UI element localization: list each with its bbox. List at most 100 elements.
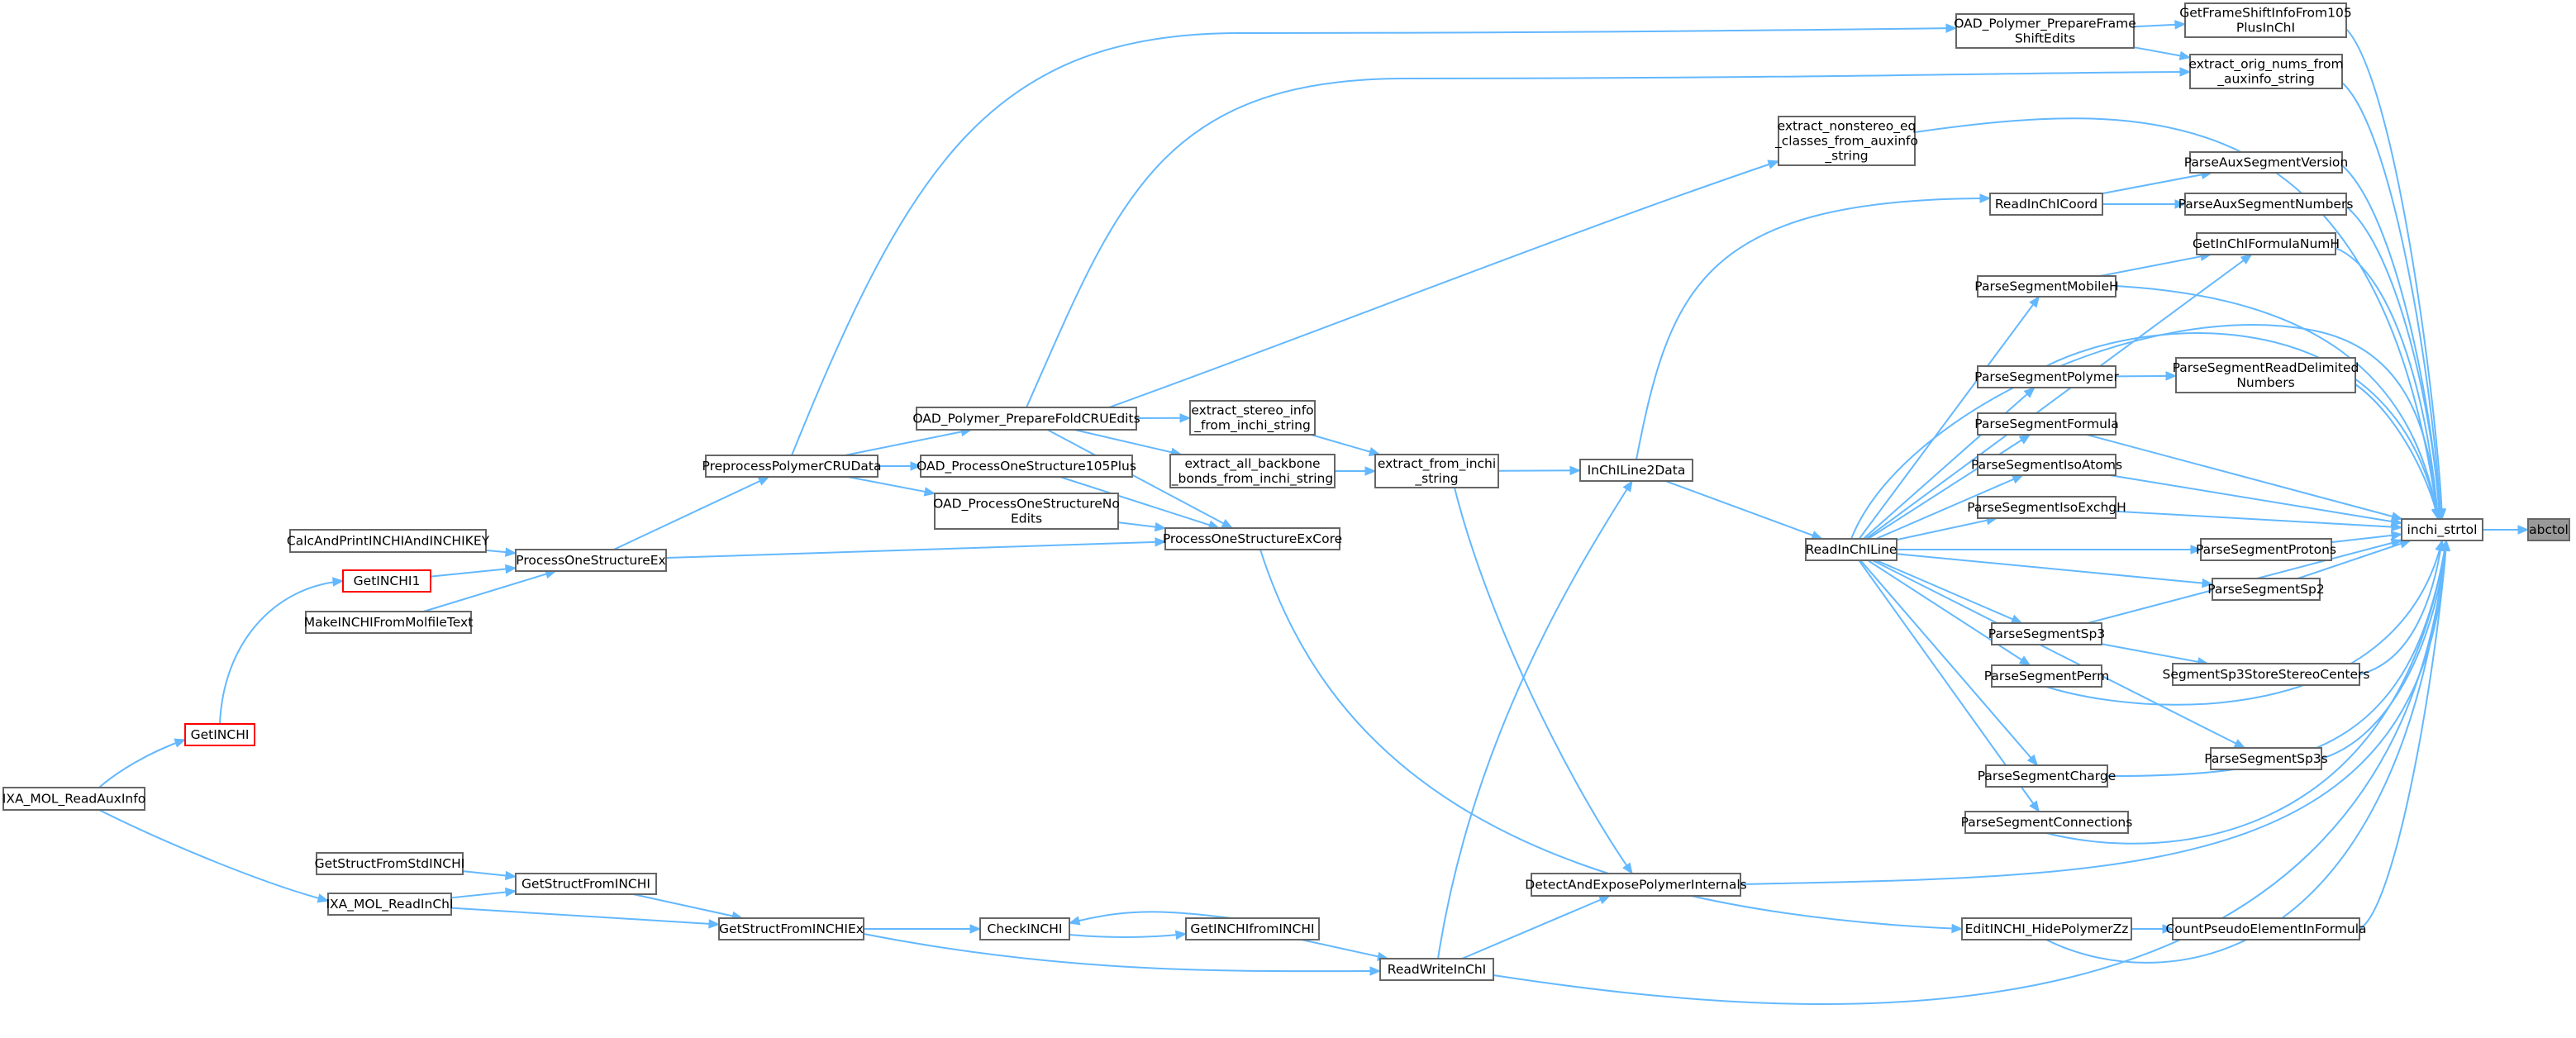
node-InChILine2Data[interactable]: InChILine2Data (1579, 459, 1693, 482)
arrowhead (2010, 614, 2023, 624)
edge-ReadInChILine-to-ParseSegmentPerm (1867, 559, 2031, 666)
node-OAD_Polymer_PrepareFoldCRUEdits[interactable]: OAD_Polymer_PrepareFoldCRUEdits (912, 407, 1140, 431)
edge-line (1046, 429, 1233, 529)
node-ParseAuxSegmentNumbers[interactable]: ParseAuxSegmentNumbers (2178, 193, 2354, 216)
node-label: ParseSegmentProtons (2196, 542, 2336, 557)
node-EditINCHI_HidePolymerZz[interactable]: EditINCHI_HidePolymerZz (1961, 917, 2132, 940)
node-extract_from_inchi_string[interactable]: extract_from_inchi_string (1374, 454, 1499, 488)
node-extract_nonstereo_eq_classes_from_auxinfo_string[interactable]: extract_nonstereo_eq_classes_from_auxinf… (1774, 116, 1918, 166)
node-label: extract_stereo_info (1191, 403, 1313, 419)
node-CountPseudoElementInFormula[interactable]: CountPseudoElementInFormula (2165, 917, 2367, 940)
node-SegmentSp3StoreStereoCenters[interactable]: SegmentSp3StoreStereoCenters (2162, 663, 2370, 686)
node-ReadInChILine[interactable]: ReadInChILine (1805, 538, 1897, 561)
node-label: Edits (1011, 512, 1042, 526)
edge-line (2107, 540, 2447, 778)
edge-line (1069, 933, 1187, 938)
node-GetStructFromStdINCHI[interactable]: GetStructFromStdINCHI (315, 852, 465, 875)
node-label: PlusInChI (2236, 21, 2295, 36)
edge-line (2109, 474, 2402, 524)
node-PreprocessPolymerCRUData[interactable]: PreprocessPolymerCRUData (702, 455, 882, 478)
node-ParseSegmentSp2[interactable]: ParseSegmentSp2 (2207, 578, 2325, 601)
node-OAD_ProcessOneStructure105Plus[interactable]: OAD_ProcessOneStructure105Plus (917, 455, 1136, 478)
arrowhead (2174, 20, 2187, 30)
edge-OAD_ProcessOneStructureNoEdits-to-ProcessOneStructureExCore (1117, 521, 1167, 532)
node-extract_all_backbone_bonds_from_inchi_string[interactable]: extract_all_backbone_bonds_from_inchi_st… (1169, 454, 1336, 488)
edge-line (1493, 540, 2447, 1005)
node-label: ParseAuxSegmentVersion (2184, 155, 2348, 170)
edge-line (1896, 553, 2213, 585)
node-label: ReadInChILine (1806, 542, 1897, 557)
node-label: GetStructFromStdINCHI (315, 856, 465, 871)
edge-inchi_strtol-to-abctol (2483, 525, 2530, 535)
node-GetINCHI1[interactable]: GetINCHI1 (342, 569, 431, 593)
node-ParseAuxSegmentVersion[interactable]: ParseAuxSegmentVersion (2184, 151, 2348, 174)
node-label: GetStructFromINCHIEx (719, 921, 864, 936)
node-CheckINCHI[interactable]: CheckINCHI (979, 917, 1070, 940)
node-box (1955, 13, 2135, 49)
node-extract_orig_nums_from_auxinfo_string[interactable]: extract_orig_nums_from_auxinfo_string (2188, 54, 2344, 89)
edge-line (2102, 172, 2212, 195)
edge-line (665, 540, 1166, 559)
node-ParseSegmentFormula[interactable]: ParseSegmentFormula (1974, 412, 2119, 436)
node-ParseSegmentCharge[interactable]: ParseSegmentCharge (1978, 764, 2117, 788)
node-label: OAD_Polymer_PrepareFrame (1954, 17, 2136, 32)
node-ParseSegmentIsoExchgH[interactable]: ParseSegmentIsoExchgH (1967, 496, 2126, 519)
node-box (1805, 538, 1897, 561)
node-DetectAndExposePolymerInternals[interactable]: DetectAndExposePolymerInternals (1525, 873, 1747, 897)
arrowhead (1369, 966, 1382, 976)
edge-GetStructFromStdINCHI-to-GetStructFromINCHI (462, 870, 517, 881)
node-ReadInChICoord[interactable]: ReadInChICoord (1989, 193, 2103, 216)
edge-CalcAndPrintINCHIAndINCHIKEY-to-ProcessOneStructureEx (485, 547, 517, 557)
node-IXA_MOL_ReadInChI[interactable]: IXA_MOL_ReadInChI (326, 893, 454, 916)
node-ParseSegmentSp3s[interactable]: ParseSegmentSp3s (2204, 747, 2328, 770)
node-ProcessOneStructureEx[interactable]: ProcessOneStructureEx (515, 549, 667, 572)
node-GetInChIFormulaNumH[interactable]: GetInChIFormulaNumH (2193, 232, 2340, 255)
node-ParseSegmentIsoAtoms[interactable]: ParseSegmentIsoAtoms (1971, 454, 2122, 476)
node-CalcAndPrintINCHIAndINCHIKEY[interactable]: CalcAndPrintINCHIAndINCHIKEY (287, 529, 490, 553)
node-ParseSegmentProtons[interactable]: ParseSegmentProtons (2196, 538, 2336, 561)
node-ParseSegmentPolymer[interactable]: ParseSegmentPolymer (1974, 365, 2119, 388)
arrowhead (504, 564, 517, 574)
node-label: extract_from_inchi (1378, 456, 1496, 472)
node-ReadWriteInChI[interactable]: ReadWriteInChI (1379, 958, 1494, 981)
arrowhead (174, 738, 187, 748)
edge-ReadInChILine-to-ParseSegmentProtons (1897, 545, 2202, 555)
edge-line (1636, 198, 1991, 460)
node-GetStructFromINCHIEx[interactable]: GetStructFromINCHIEx (718, 917, 864, 940)
arrowhead (2390, 531, 2403, 540)
node-ParseSegmentConnections[interactable]: ParseSegmentConnections (1961, 811, 2133, 834)
node-label: CountPseudoElementInFormula (2165, 921, 2366, 936)
node-box (1189, 400, 1316, 436)
node-box (2172, 917, 2360, 940)
edge-GetStructFromINCHIEx-to-ReadWriteInChI (863, 933, 1382, 976)
node-MakeINCHIFromMolfileText[interactable]: MakeINCHIFromMolfileText (304, 611, 474, 634)
arrowhead (2018, 434, 2031, 445)
edge-line (1074, 429, 1182, 455)
node-label: PreprocessPolymerCRUData (702, 459, 882, 474)
node-label: abctol (2529, 522, 2569, 537)
edge-IXA_MOL_ReadAuxInfo-to-GetINCHI (98, 738, 187, 788)
node-ProcessOneStructureExCore[interactable]: ProcessOneStructureExCore (1163, 527, 1342, 550)
node-GetStructFromINCHI[interactable]: GetStructFromINCHI (515, 873, 657, 895)
arrowhead (1364, 466, 1377, 476)
node-GetINCHI[interactable]: GetINCHI (184, 723, 255, 746)
edge-line (847, 476, 936, 495)
node-ParseSegmentPerm[interactable]: ParseSegmentPerm (1984, 664, 2109, 688)
node-extract_stereo_info_from_inchi_string[interactable]: extract_stereo_info_from_inchi_string (1189, 400, 1316, 436)
node-ParseSegmentMobileH[interactable]: ParseSegmentMobileH (1974, 275, 2119, 298)
edge-line (1858, 296, 2040, 540)
node-inchi_strtol[interactable]: inchi_strtol (2401, 518, 2483, 541)
arrowhead (708, 919, 721, 929)
node-IXA_MOL_ReadAuxInfo[interactable]: IXA_MOL_ReadAuxInfo (2, 787, 145, 811)
edge-line (450, 890, 517, 899)
arrowhead (2190, 545, 2202, 555)
graph-edges (98, 20, 2530, 1005)
node-label: ParseSegmentCharge (1978, 769, 2117, 783)
node-label: _from_inchi_string (1193, 418, 1311, 434)
node-ParseSegmentSp3[interactable]: ParseSegmentSp3 (1988, 622, 2105, 645)
node-GetINCHIfromINCHI[interactable]: GetINCHIfromINCHI (1185, 917, 1320, 940)
